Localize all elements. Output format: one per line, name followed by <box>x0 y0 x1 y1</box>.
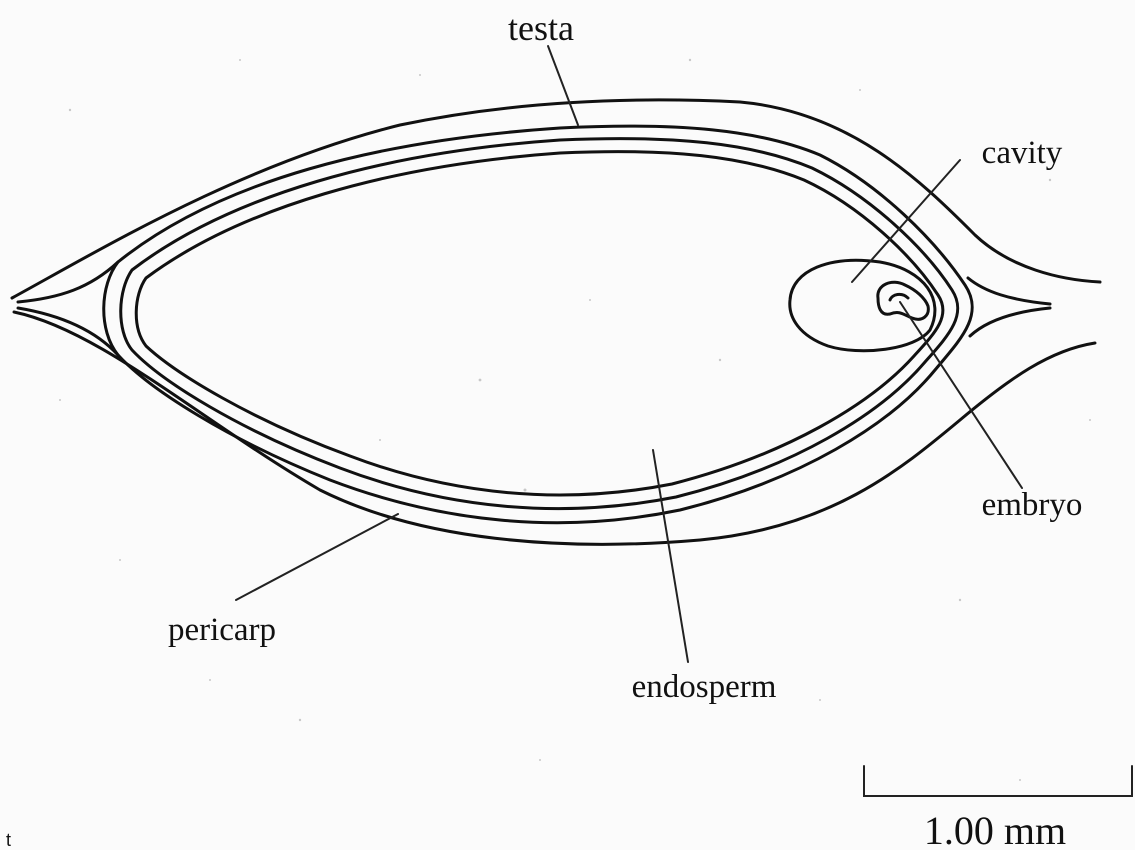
cavity-label: cavity <box>982 135 1063 171</box>
corner-mark: t <box>6 830 11 850</box>
scale-bar-label: 1.00 mm <box>924 808 1066 850</box>
testa-label: testa <box>508 8 574 48</box>
paper-speckles <box>59 59 1091 781</box>
pericarp-leader-line <box>236 514 398 600</box>
scale-bar <box>864 766 1132 796</box>
embryo-leader-line <box>900 302 1022 488</box>
testa-leader-line <box>548 46 578 125</box>
cavity-outline <box>790 260 935 350</box>
embryo-label: embryo <box>982 487 1083 523</box>
pericarp-label: pericarp <box>168 612 276 648</box>
embryo-outline <box>878 282 928 319</box>
right-tip-inner <box>968 278 1050 336</box>
endosperm-label: endosperm <box>632 669 777 705</box>
